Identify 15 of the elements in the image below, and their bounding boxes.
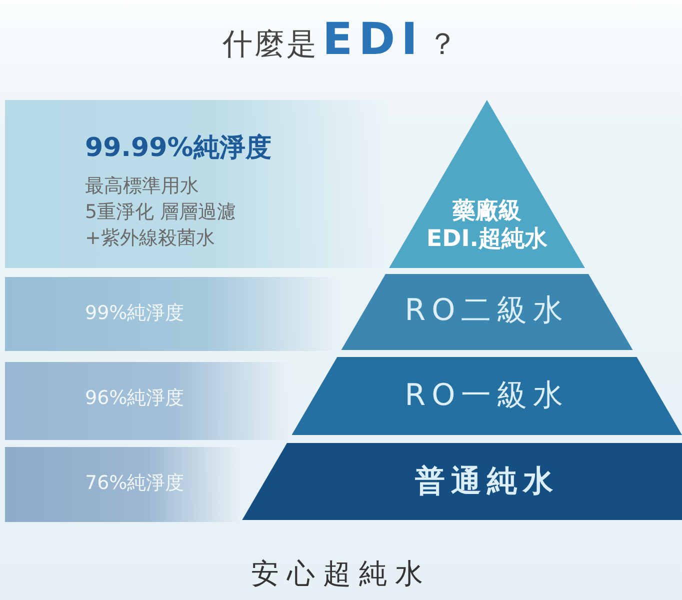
tier-label: RO一級水 bbox=[404, 379, 570, 414]
tier-label: 普通純水 bbox=[414, 465, 559, 500]
tier-label: 藥廠級 bbox=[452, 198, 522, 225]
tier-label: EDI.超純水 bbox=[426, 226, 548, 253]
band-text: +紫外線殺菌水 bbox=[85, 228, 215, 250]
band-text: 96%純淨度 bbox=[85, 388, 184, 410]
pyramid-tier bbox=[292, 357, 682, 435]
band-heading: 99.99%純淨度 bbox=[85, 134, 272, 164]
pyramid-tier bbox=[242, 443, 682, 520]
band-text: 5重淨化 層層過濾 bbox=[85, 202, 236, 224]
caption: 安心超純水 bbox=[250, 556, 432, 592]
band-text: 76%純淨度 bbox=[85, 473, 184, 495]
tier-label: RO二級水 bbox=[404, 294, 570, 328]
band-text: 99%純淨度 bbox=[85, 303, 184, 325]
band-text: 最高標準用水 bbox=[85, 176, 199, 198]
